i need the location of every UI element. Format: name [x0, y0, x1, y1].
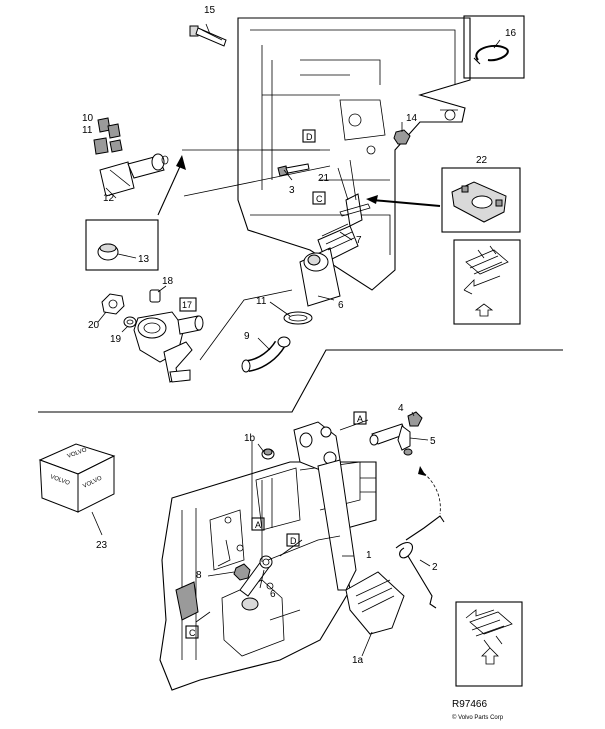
- bolt-3: [277, 163, 310, 177]
- callout-6-bottom: 6: [270, 589, 276, 600]
- callout-14: 14: [406, 113, 418, 124]
- boxed-letter-c-top: C: [312, 191, 326, 205]
- svg-text:D: D: [290, 536, 297, 546]
- callout-2: 2: [432, 562, 438, 573]
- orientation-view-upper: [453, 239, 521, 325]
- arrow-to-22: [366, 195, 441, 207]
- callout-7: 7: [356, 235, 362, 246]
- leader-reservoir: [199, 289, 293, 361]
- fluid-reservoir: [133, 311, 204, 383]
- svg-text:A: A: [357, 414, 363, 424]
- callout-4: 4: [398, 403, 404, 414]
- callout-13: 13: [138, 254, 150, 265]
- boxed-letter-a-mid: A: [251, 517, 265, 531]
- callout-19: 19: [110, 334, 122, 345]
- callout-8: 8: [196, 570, 202, 581]
- svg-text:D: D: [306, 132, 313, 142]
- pushrod-6: [239, 535, 341, 597]
- callout-20: 20: [88, 320, 100, 331]
- callout-12: 12: [103, 193, 115, 204]
- callout-11: 11: [256, 296, 267, 307]
- callout-11-top: 11: [82, 125, 93, 136]
- clip-16-box: [463, 15, 525, 79]
- bolt-15: [189, 25, 227, 47]
- callout-9: 9: [244, 331, 250, 342]
- callout-10: 10: [82, 113, 94, 124]
- arrow-up-13: [157, 155, 186, 216]
- callout-1a: 1a: [352, 655, 364, 666]
- seal-19: [123, 316, 137, 328]
- nut-14: [393, 129, 411, 145]
- brake-light-switch-assembly: [93, 117, 169, 197]
- nut-4: [407, 411, 423, 427]
- svg-text:17: 17: [182, 300, 192, 310]
- callout-22: 22: [476, 155, 488, 166]
- callout-3: 3: [289, 185, 295, 196]
- hose-9: [241, 336, 291, 373]
- pedal-bracket: [159, 461, 377, 691]
- callout-23: 23: [96, 540, 108, 551]
- callout-6-top: 6: [338, 300, 344, 311]
- orientation-view-lower: [455, 601, 523, 687]
- svg-text:C: C: [189, 628, 196, 638]
- callout-18: 18: [162, 276, 174, 287]
- svg-text:C: C: [316, 194, 323, 204]
- boxed-letter-a-upper: A: [353, 411, 367, 425]
- leader-switch-panel: [182, 149, 331, 197]
- section-divider: [38, 349, 563, 413]
- bushing-1b: [261, 448, 275, 460]
- master-cylinder-assembly: [283, 159, 371, 325]
- return-spring-2: [395, 466, 445, 609]
- callout-21: 21: [318, 173, 330, 184]
- boxed-letter-c-bottom: C: [185, 625, 199, 639]
- pin-5: [369, 423, 413, 456]
- callout-1: 1: [366, 550, 372, 561]
- callout-16: 16: [505, 28, 517, 39]
- cap-20: [101, 293, 125, 315]
- nut-8: [233, 563, 251, 581]
- boxed-letter-d-bottom: D: [286, 533, 300, 547]
- bulkhead-panel-upper: [237, 17, 471, 291]
- callout-15: 15: [204, 5, 216, 16]
- reference-number: R97466: [452, 699, 487, 710]
- brake-pedal-1: [293, 421, 405, 635]
- filter-18: [149, 289, 161, 303]
- svg-text:A: A: [255, 520, 261, 530]
- leaders-upper: [97, 23, 501, 351]
- boxed-letter-d-top: D: [302, 129, 316, 143]
- callout-1b: 1b: [244, 433, 256, 444]
- boxed-number-17: 17: [179, 297, 197, 312]
- plug-13-box: [85, 219, 159, 271]
- bracket-22-box: [441, 167, 521, 233]
- service-kit-box-23: VOLVO VOLVO VOLVO: [38, 443, 116, 536]
- copyright-text: © Volvo Parts Corp: [452, 714, 504, 721]
- callout-5: 5: [430, 436, 436, 447]
- leaders-lower: [195, 411, 431, 657]
